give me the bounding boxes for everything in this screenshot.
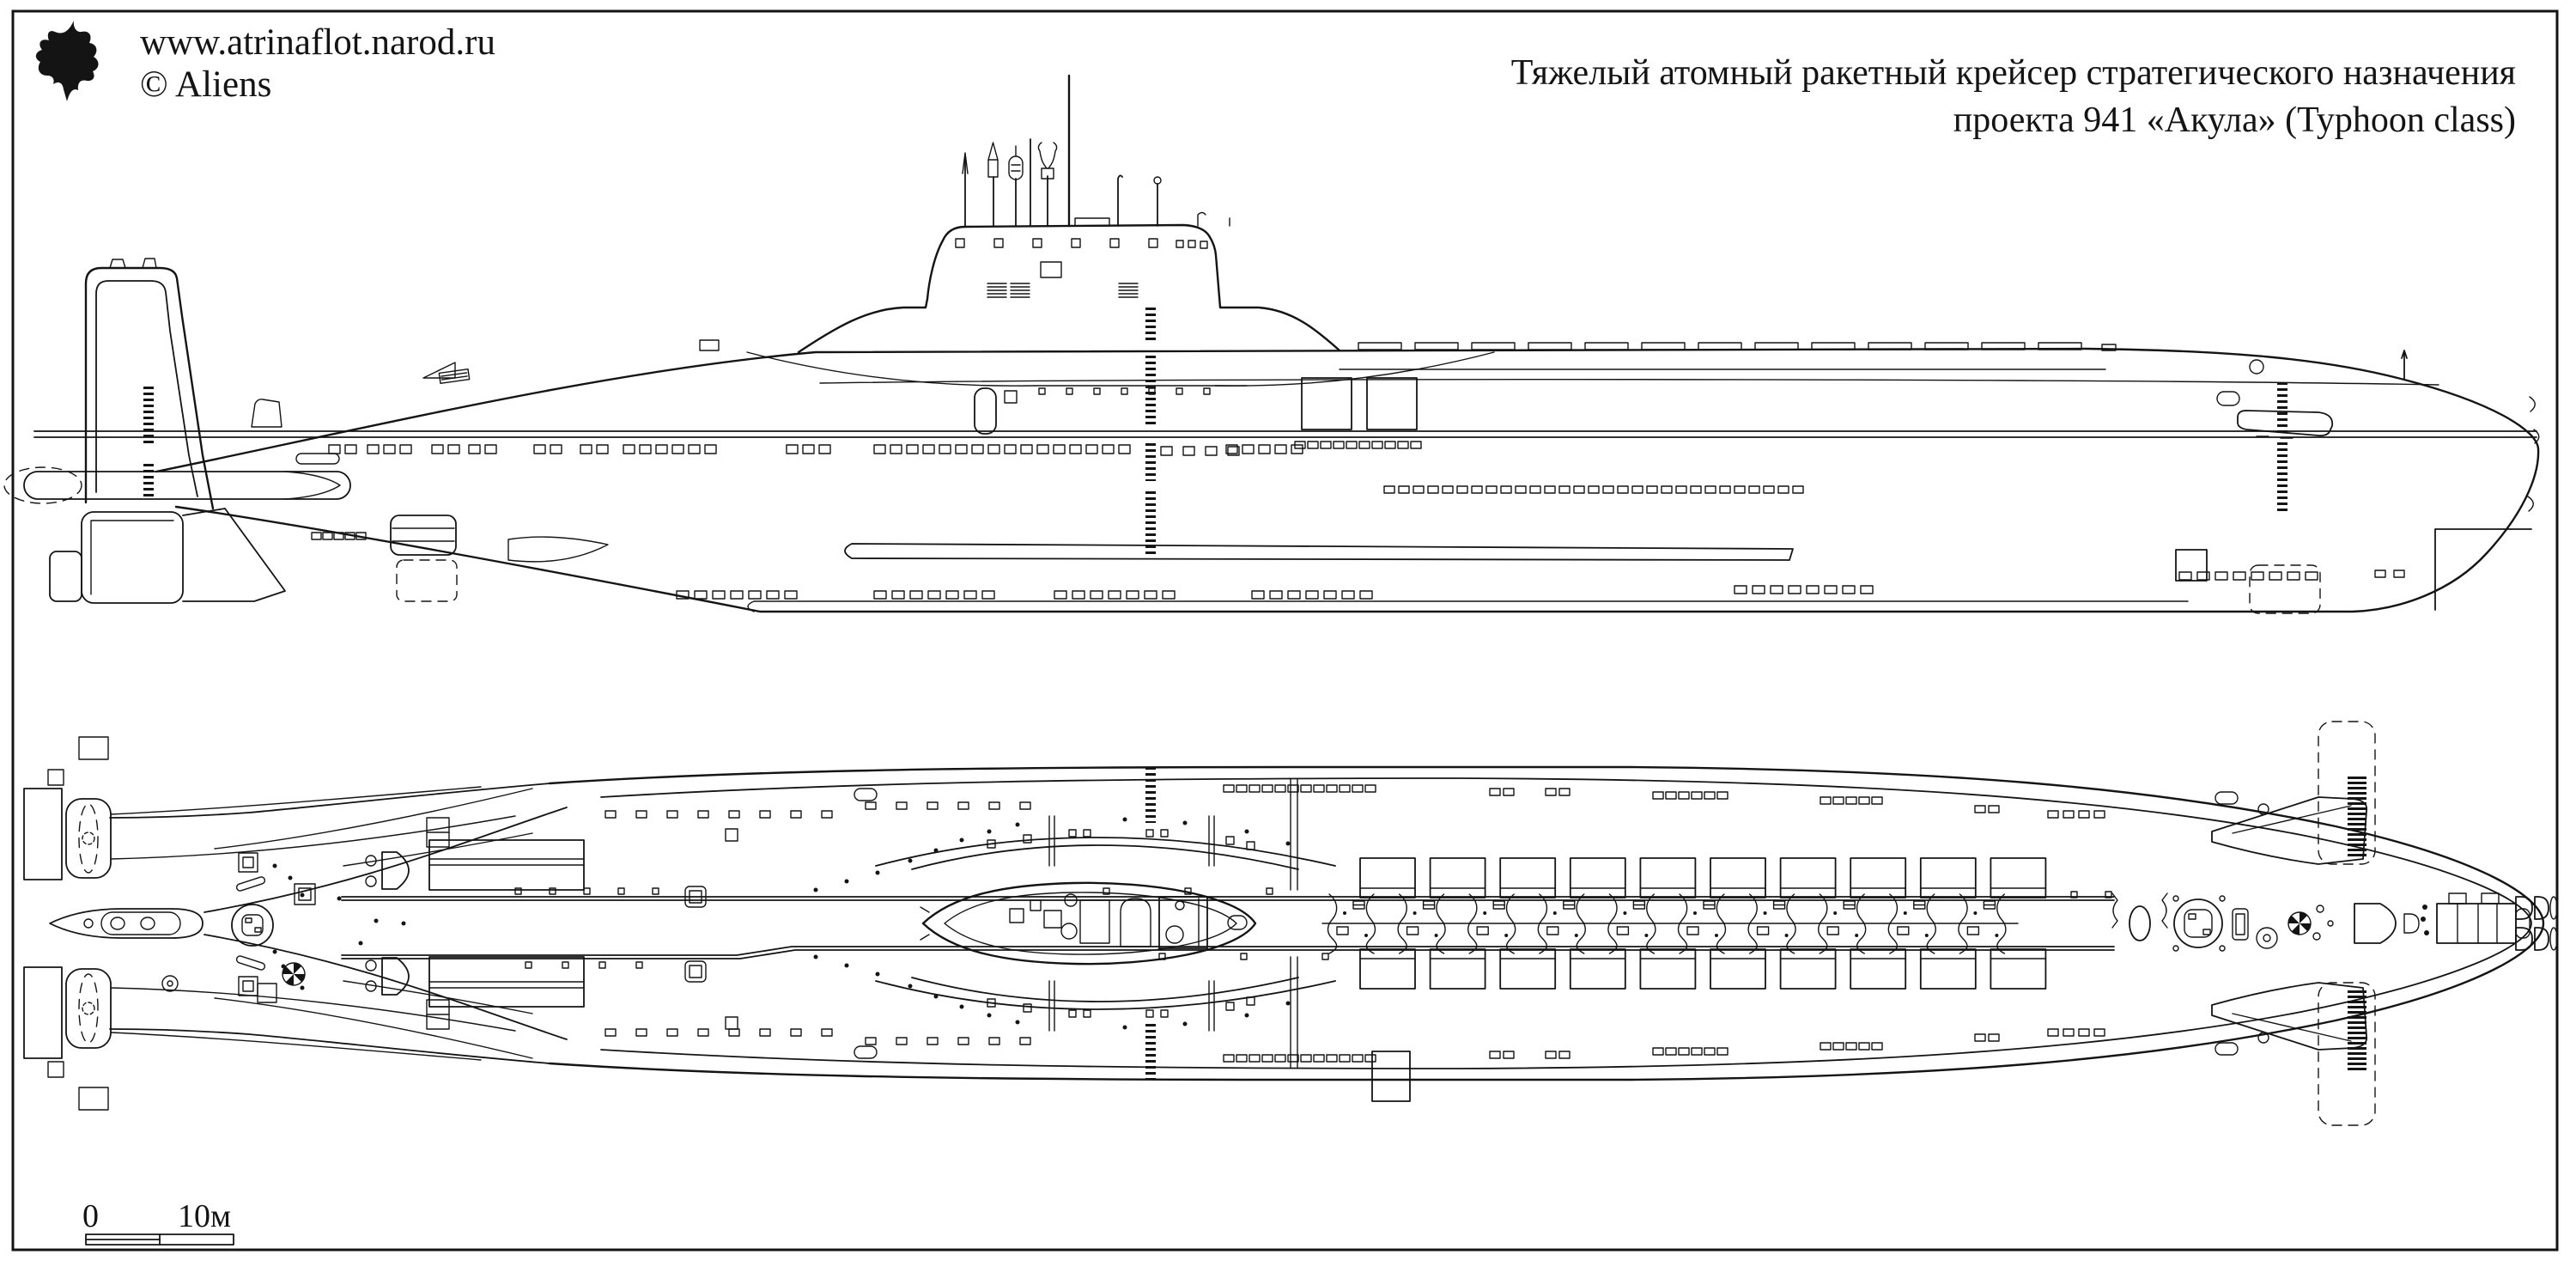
plan-sail [920, 881, 1257, 965]
scale-label-0: 0 [82, 1198, 99, 1234]
top-plan-view [23, 721, 2558, 1125]
sail-roof-step [1074, 217, 1110, 227]
masts [962, 74, 1230, 228]
frame-border [11, 9, 2559, 1252]
deck-equipment-box [428, 839, 585, 891]
limber-holes-upper [328, 444, 1804, 494]
bow-antenna [2401, 350, 2408, 381]
lower-rudder [81, 511, 184, 604]
anchor-windlass [2436, 892, 2530, 944]
silo-row-top [1359, 857, 2047, 898]
edge-hole-row [605, 784, 2105, 819]
aliens-logo-icon: Aliens [35, 21, 99, 101]
bow-compartment-line [2434, 528, 2532, 611]
sail-fairing-plan [813, 788, 2269, 892]
plan-stern [49, 783, 568, 1064]
logo-inscription: Aliens [42, 51, 67, 61]
side-hull-outline [155, 347, 2540, 613]
missile-silo-field [1321, 857, 2047, 1102]
stern-stabilizer [23, 471, 351, 500]
forward-escape-trunk [2173, 898, 2223, 948]
plan-bow-features [2111, 892, 2530, 952]
silo-row-bottom [1359, 948, 2047, 990]
limber-holes-lower [311, 532, 2405, 600]
keel-strake [747, 600, 2189, 612]
tail-fin [84, 266, 215, 510]
retractable-bollard [974, 387, 997, 435]
site-url: www.atrinaflot.narod.ru [140, 22, 495, 63]
sail-windows [955, 238, 1158, 248]
draft-marks-side [143, 308, 2287, 554]
copyright-credit: © Aliens [140, 64, 271, 105]
bow-sonar-window [2237, 410, 2334, 437]
scale-bar: 0 10м [82, 1198, 234, 1246]
propeller-pod [23, 736, 516, 880]
missile-field-boundary [1290, 778, 1298, 1069]
towed-array-fairing [390, 515, 457, 556]
sail-outline [797, 223, 1341, 354]
sail [746, 74, 1495, 435]
plan-tail-fin [49, 908, 204, 939]
bow-capstan-rosette [2287, 911, 2312, 935]
title-line-1: Тяжелый атомный ракетный крейсер стратег… [1511, 53, 2516, 93]
torpedo-tube-doors [2515, 896, 2558, 920]
bow-details [2175, 350, 2540, 614]
side-profile-view [3, 74, 2540, 614]
deck-tracks [341, 887, 2115, 969]
propeller-hub-dashed [3, 466, 82, 504]
retractable-bow-plane [2211, 721, 2376, 865]
aft-escape-trunk [231, 904, 274, 947]
plan-hull-outer [548, 765, 2545, 1081]
torpedo-shutter-dashed [2249, 564, 2321, 614]
sail-window-large [1040, 261, 1062, 278]
capstan-rosette [282, 962, 306, 986]
aft-deck-equipment [161, 817, 738, 1030]
casing-seam [819, 379, 2439, 386]
title-line-2: проекта 941 «Акула» (Typhoon class) [1953, 101, 2516, 140]
deck-d-hatch [365, 851, 410, 890]
scale-label-10m: 10м [178, 1198, 231, 1234]
header: Aliens www.atrinaflot.narod.ru © Aliens … [35, 21, 2516, 140]
plan-hull-inner [600, 777, 2532, 1069]
fairing-ticks [1038, 387, 1211, 395]
lower-fin [182, 508, 286, 602]
stern-assembly [3, 258, 720, 604]
flank-windows [1294, 377, 1422, 449]
stern-deck-curves [343, 832, 533, 1014]
bottom-sonar-fairing [844, 543, 1794, 561]
sail-fairing-arcs [746, 351, 1495, 387]
waterline [33, 430, 2537, 438]
